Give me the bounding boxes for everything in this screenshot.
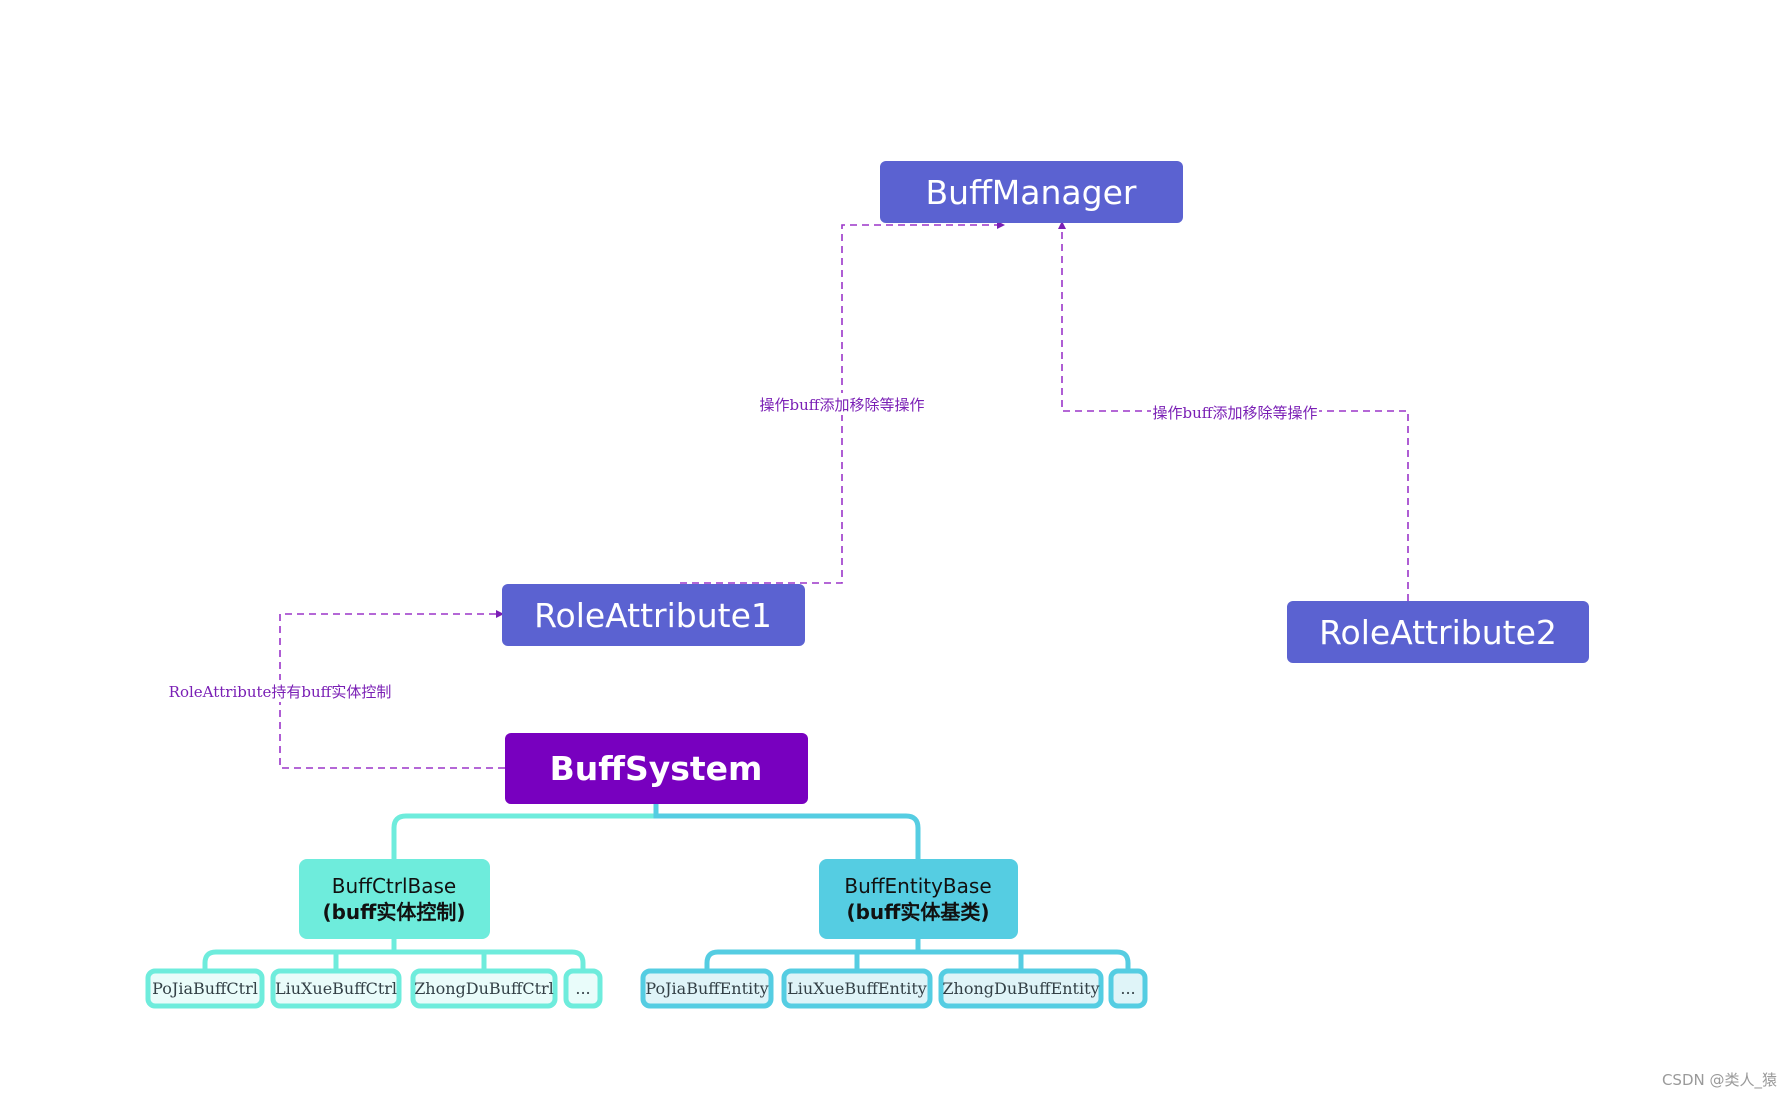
edge-label-role1: 操作buff添加移除等操作 (760, 396, 925, 414)
leaf-entity-more[interactable]: ... (1108, 968, 1148, 1009)
edge-label-bg (1151, 401, 1319, 423)
entity-base-title: BuffEntityBase (844, 874, 991, 898)
tree-link-ctrl-leaves (202, 939, 586, 971)
ctrl-base-title: BuffCtrlBase (332, 874, 456, 898)
edge-label-role2: 操作buff添加移除等操作 (1153, 404, 1318, 422)
node-buff-manager[interactable]: BuffManager (880, 161, 1183, 223)
leaf-label: ZhongDuBuffCtrl (414, 979, 554, 998)
leaf-label: PoJiaBuffEntity (645, 979, 768, 998)
leaf-liuxue-buff-entity[interactable]: LiuXueBuffEntity (781, 968, 933, 1009)
ctrl-base-subtitle: (buff实体控制) (322, 900, 465, 924)
node-buff-system[interactable]: BuffSystem (505, 733, 808, 804)
node-buff-ctrl-base[interactable]: BuffCtrlBase (buff实体控制) (299, 859, 490, 939)
leaf-label: LiuXueBuffEntity (787, 979, 927, 998)
edge-label-bg (758, 393, 926, 415)
edge-label-system: RoleAttribute持有buff实体控制 (169, 683, 392, 701)
leaf-label: ZhongDuBuffEntity (942, 979, 1099, 998)
edge-label-bg (176, 680, 384, 702)
leaf-pojia-buff-entity[interactable]: PoJiaBuffEntity (640, 968, 774, 1009)
node-buff-manager-label: BuffManager (926, 173, 1137, 212)
leaf-zhongdu-buff-ctrl[interactable]: ZhongDuBuffCtrl (410, 968, 558, 1009)
leaf-pojia-buff-ctrl[interactable]: PoJiaBuffCtrl (145, 968, 265, 1009)
leaf-liuxue-buff-ctrl[interactable]: LiuXueBuffCtrl (270, 968, 402, 1009)
node-role-attribute-1-label: RoleAttribute1 (534, 596, 772, 635)
node-role-attribute-2[interactable]: RoleAttribute2 (1287, 601, 1589, 663)
leaf-zhongdu-buff-entity[interactable]: ZhongDuBuffEntity (938, 968, 1104, 1009)
entity-base-subtitle: (buff实体基类) (846, 900, 989, 924)
tree-link-entity (653, 804, 921, 859)
tree-link-entity-leaves (704, 939, 1131, 971)
node-buff-entity-base[interactable]: BuffEntityBase (buff实体基类) (819, 859, 1018, 939)
node-role-attribute-1[interactable]: RoleAttribute1 (502, 584, 805, 646)
node-role-attribute-2-label: RoleAttribute2 (1319, 613, 1557, 652)
leaf-label: LiuXueBuffCtrl (275, 979, 397, 998)
leaf-label: ... (575, 979, 590, 998)
leaf-ctrl-more[interactable]: ... (563, 968, 603, 1009)
leaf-label: PoJiaBuffCtrl (152, 979, 258, 998)
node-buff-system-label: BuffSystem (550, 749, 763, 788)
tree-link-ctrl (391, 804, 659, 859)
watermark: CSDN @类人_猿 (1662, 1071, 1777, 1090)
leaf-label: ... (1120, 979, 1135, 998)
